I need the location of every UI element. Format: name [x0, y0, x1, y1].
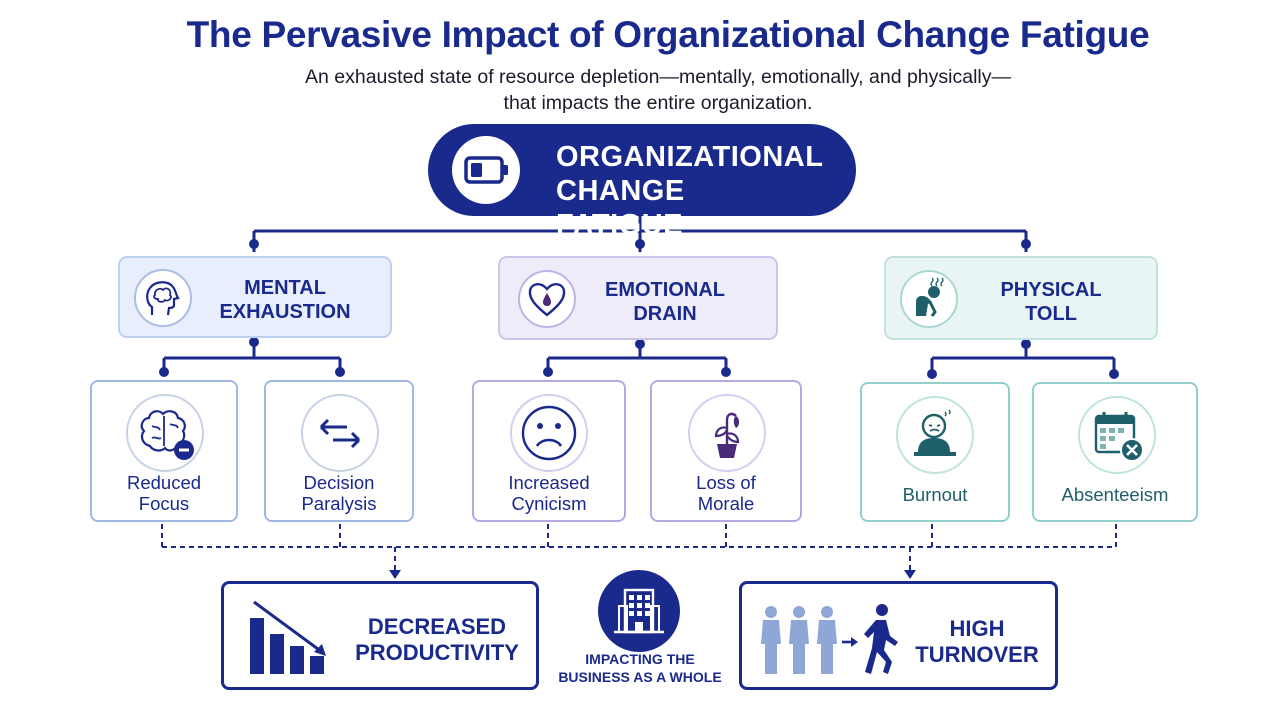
category-emotional-drain: EMOTIONAL DRAIN: [498, 256, 778, 340]
root-label: ORGANIZATIONAL CHANGE FATIGUE: [556, 140, 824, 242]
effect-absenteeism: Absenteeism: [1032, 382, 1198, 522]
center-label: IMPACTING THE BUSINESS AS A WHOLE: [548, 650, 732, 686]
root-node: ORGANIZATIONAL CHANGE FATIGUE: [428, 124, 856, 241]
brain-minus-icon: [126, 394, 204, 472]
category-label: EMOTIONAL DRAIN: [590, 278, 740, 326]
outcome-label: HIGH TURNOVER: [910, 616, 1044, 668]
category-label-line-2: DRAIN: [633, 303, 697, 325]
battery-low-icon: [452, 136, 520, 204]
effect-label-line-1: Absenteeism: [1061, 484, 1169, 505]
category-label-line-2: EXHAUSTION: [219, 301, 351, 323]
tired-person-icon: [900, 270, 958, 328]
subtitle-line-2: that impacts the entire organization.: [503, 92, 813, 114]
outcome-label: DECREASED PRODUCTIVITY: [352, 614, 522, 666]
page-title: The Pervasive Impact of Organizational C…: [186, 14, 1150, 55]
effect-label-line-1: Burnout: [902, 484, 968, 505]
outcome-label-line-1: HIGH: [949, 616, 1005, 641]
category-label-line-1: PHYSICAL: [1000, 279, 1102, 301]
outcome-label-line-2: TURNOVER: [915, 642, 1039, 667]
effect-increased-cynicism: Increased Cynicism: [472, 380, 626, 522]
outcome-label-line-2: PRODUCTIVITY: [355, 640, 519, 665]
page-subtitle: An exhausted state of resource depletion…: [0, 64, 1280, 116]
category-mental-exhaustion: MENTAL EXHAUSTION: [118, 256, 392, 338]
effect-label-line-1: Reduced: [126, 472, 202, 493]
effect-label: Loss of Morale: [652, 472, 800, 514]
effect-label: Reduced Focus: [92, 472, 236, 514]
heart-drop-icon: [518, 270, 576, 328]
effect-reduced-focus: Reduced Focus: [90, 380, 238, 522]
burnout-person-icon: [896, 396, 974, 474]
outcome-high-turnover: HIGH TURNOVER: [739, 581, 1058, 690]
outcome-label-line-1: DECREASED: [367, 614, 507, 639]
effect-label-line-1: Increased: [508, 472, 590, 493]
wilted-plant-icon: [688, 394, 766, 472]
effect-label-line-1: Loss of: [696, 472, 756, 493]
effect-label-line-1: Decision: [303, 472, 375, 493]
subtitle-line-1: An exhausted state of resource depletion…: [305, 66, 1011, 88]
effect-label: Burnout: [862, 484, 1008, 505]
outcome-decreased-productivity: DECREASED PRODUCTIVITY: [221, 581, 539, 690]
office-building-icon: [598, 570, 680, 652]
effect-label: Decision Paralysis: [266, 472, 412, 514]
root-label-line-2: CHANGE FATIGUE: [556, 175, 685, 241]
category-label: MENTAL EXHAUSTION: [210, 276, 360, 324]
effect-label: Increased Cynicism: [474, 472, 624, 514]
effect-label-line-2: Cynicism: [511, 493, 587, 514]
opposite-arrows-icon: [301, 394, 379, 472]
effect-decision-paralysis: Decision Paralysis: [264, 380, 414, 522]
head-brain-icon: [134, 269, 192, 327]
sad-face-icon: [510, 394, 588, 472]
category-label: PHYSICAL TOLL: [976, 278, 1126, 326]
people-leaving-icon: [758, 600, 908, 678]
center-label-line-1: IMPACTING THE: [585, 651, 695, 667]
category-label-line-1: EMOTIONAL: [605, 279, 725, 301]
effect-label-line-2: Paralysis: [301, 493, 377, 514]
effect-label: Absenteeism: [1034, 484, 1196, 505]
calendar-x-icon: [1078, 396, 1156, 474]
declining-bar-chart-icon: [244, 598, 344, 678]
center-label-line-2: BUSINESS AS A WHOLE: [558, 669, 722, 685]
category-label-line-1: MENTAL: [244, 277, 326, 299]
effect-burnout: Burnout: [860, 382, 1010, 522]
root-label-line-1: ORGANIZATIONAL: [556, 141, 824, 173]
effect-label-line-2: Focus: [138, 493, 190, 514]
effect-label-line-2: Morale: [697, 493, 755, 514]
category-physical-toll: PHYSICAL TOLL: [884, 256, 1158, 340]
category-label-line-2: TOLL: [1025, 303, 1077, 325]
effect-loss-of-morale: Loss of Morale: [650, 380, 802, 522]
